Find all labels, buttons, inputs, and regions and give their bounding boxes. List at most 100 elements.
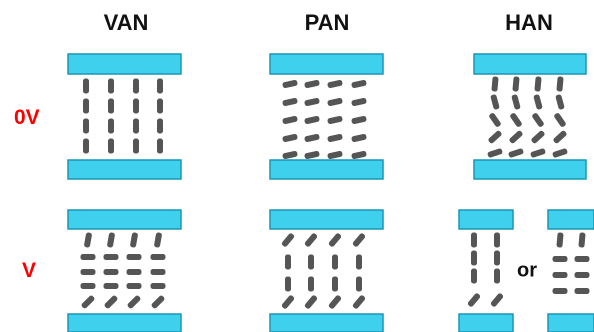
pan-0v-molecule xyxy=(351,115,367,125)
han-0v-molecule xyxy=(534,76,542,92)
han-0v-top-substrate xyxy=(473,53,587,75)
pan-v-molecule xyxy=(285,254,291,270)
han-v-right-molecule xyxy=(574,288,590,294)
van-v-molecule xyxy=(103,269,119,275)
han-0v-molecule xyxy=(533,94,543,110)
van-0v-molecule xyxy=(83,78,89,94)
han-0v-molecule xyxy=(490,94,500,110)
pan-0v-molecule xyxy=(282,133,298,143)
van-v-molecule xyxy=(80,283,96,289)
pan-v-molecule xyxy=(332,254,338,270)
van-v-molecule xyxy=(154,232,162,248)
han-0v-molecule xyxy=(554,113,566,127)
pan-0v-molecule xyxy=(304,150,320,160)
van-v-molecule xyxy=(107,232,115,248)
pan-v-molecule xyxy=(308,254,314,270)
zero-volt-row-label: 0V xyxy=(14,106,40,129)
han-0v-bottom-substrate xyxy=(473,159,587,180)
pan-0v-molecule xyxy=(282,150,298,160)
pan-v-molecule xyxy=(304,295,318,309)
pan-v-molecule xyxy=(308,276,314,292)
han-0v-molecule xyxy=(512,76,520,92)
van-0v-molecule xyxy=(157,138,163,154)
han-v-left-molecule xyxy=(471,250,477,266)
pan-v-molecule xyxy=(352,233,366,247)
han-0v-molecule xyxy=(508,148,524,158)
van-v-top-substrate xyxy=(67,209,182,230)
pan-0v-molecule xyxy=(351,150,367,160)
han-v-left-top-substrate xyxy=(458,209,514,230)
han-v-right-bottom-substrate xyxy=(547,313,594,332)
pan-0v-molecule xyxy=(304,97,320,107)
han-v-right-top-substrate xyxy=(547,209,594,230)
pan-v-molecule xyxy=(285,276,291,292)
han-v-right-molecule xyxy=(556,232,564,248)
han-0v-molecule xyxy=(511,94,521,110)
han-0v-molecule xyxy=(489,113,501,127)
van-0v-molecule xyxy=(133,98,139,114)
han-v-right-molecule xyxy=(574,272,590,278)
van-0v-molecule xyxy=(108,98,114,114)
han-column-title: HAN xyxy=(505,10,553,35)
han-v-left-molecule xyxy=(467,293,481,307)
han-0v-molecule xyxy=(488,130,502,144)
van-v-bottom-substrate xyxy=(67,313,182,332)
van-0v-molecule xyxy=(133,78,139,94)
van-v-molecule xyxy=(81,295,95,309)
pan-0v-molecule xyxy=(327,150,343,160)
van-v-molecule xyxy=(103,254,119,260)
han-0v-molecule xyxy=(531,130,545,144)
pan-v-bottom-substrate xyxy=(269,313,384,332)
pan-0v-molecule xyxy=(351,133,367,143)
pan-0v-molecule xyxy=(304,79,320,89)
pan-0v-molecule xyxy=(351,79,367,89)
han-v-left-bottom-substrate xyxy=(458,313,514,332)
han-0v-molecule xyxy=(553,130,567,144)
pan-0v-molecule xyxy=(327,115,343,125)
pan-v-molecule xyxy=(352,295,366,309)
van-0v-molecule xyxy=(83,118,89,134)
han-0v-molecule xyxy=(530,148,546,158)
pan-v-molecule xyxy=(304,233,318,247)
pan-v-molecule xyxy=(281,233,295,247)
pan-0v-molecule xyxy=(282,79,298,89)
han-v-left-molecule xyxy=(494,268,500,284)
van-v-molecule xyxy=(80,269,96,275)
pan-v-molecule xyxy=(328,233,342,247)
pan-0v-molecule xyxy=(327,79,343,89)
van-0v-molecule xyxy=(133,118,139,134)
van-0v-molecule xyxy=(157,78,163,94)
van-0v-molecule xyxy=(83,138,89,154)
han-v-right-molecule xyxy=(578,232,586,248)
han-v-left-molecule xyxy=(494,232,500,248)
han-v-left-molecule xyxy=(471,268,477,284)
van-v-molecule xyxy=(80,254,96,260)
van-0v-top-substrate xyxy=(67,53,182,75)
van-v-molecule xyxy=(150,269,166,275)
han-v-right-molecule xyxy=(552,256,568,262)
van-0v-molecule xyxy=(157,98,163,114)
pan-v-molecule xyxy=(281,295,295,309)
pan-0v-molecule xyxy=(304,115,320,125)
van-column-title: VAN xyxy=(103,10,149,35)
pan-0v-molecule xyxy=(282,115,298,125)
pan-column-title: PAN xyxy=(304,10,350,35)
han-0v-molecule xyxy=(532,113,544,127)
van-0v-bottom-substrate xyxy=(67,159,182,180)
pan-0v-molecule xyxy=(304,133,320,143)
han-0v-molecule xyxy=(487,148,503,158)
pan-0v-molecule xyxy=(282,97,298,107)
pan-v-molecule xyxy=(332,276,338,292)
pan-0v-molecule xyxy=(327,97,343,107)
van-v-molecule xyxy=(150,283,166,289)
han-0v-molecule xyxy=(509,130,523,144)
han-0v-molecule xyxy=(491,76,499,92)
van-0v-molecule xyxy=(108,118,114,134)
van-v-molecule xyxy=(150,254,166,260)
van-0v-molecule xyxy=(133,138,139,154)
van-v-molecule xyxy=(126,254,142,260)
van-v-molecule xyxy=(126,283,142,289)
pan-v-molecule xyxy=(328,295,342,309)
